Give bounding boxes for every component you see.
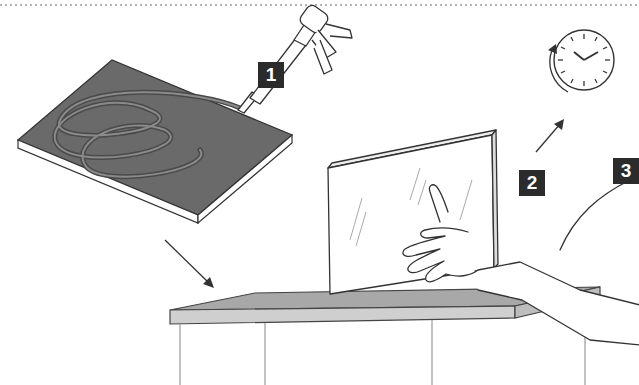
board bbox=[18, 60, 292, 215]
sealant-bead bbox=[55, 92, 240, 176]
callout-number: 2 bbox=[519, 170, 545, 196]
caulk-gun bbox=[238, 3, 352, 113]
dashed-border bbox=[0, 4, 639, 6]
callout-number: 3 bbox=[613, 158, 639, 184]
board-edge bbox=[198, 135, 292, 223]
callout-number: 1 bbox=[258, 62, 284, 88]
arrow-head bbox=[203, 277, 214, 288]
arrow-head bbox=[554, 119, 564, 130]
hand-arm bbox=[403, 180, 639, 345]
sealant-highlight bbox=[55, 92, 240, 176]
arrow-line bbox=[165, 240, 210, 284]
arrow-line bbox=[536, 124, 560, 152]
clock-icon bbox=[548, 30, 614, 92]
board-edge bbox=[18, 140, 198, 223]
